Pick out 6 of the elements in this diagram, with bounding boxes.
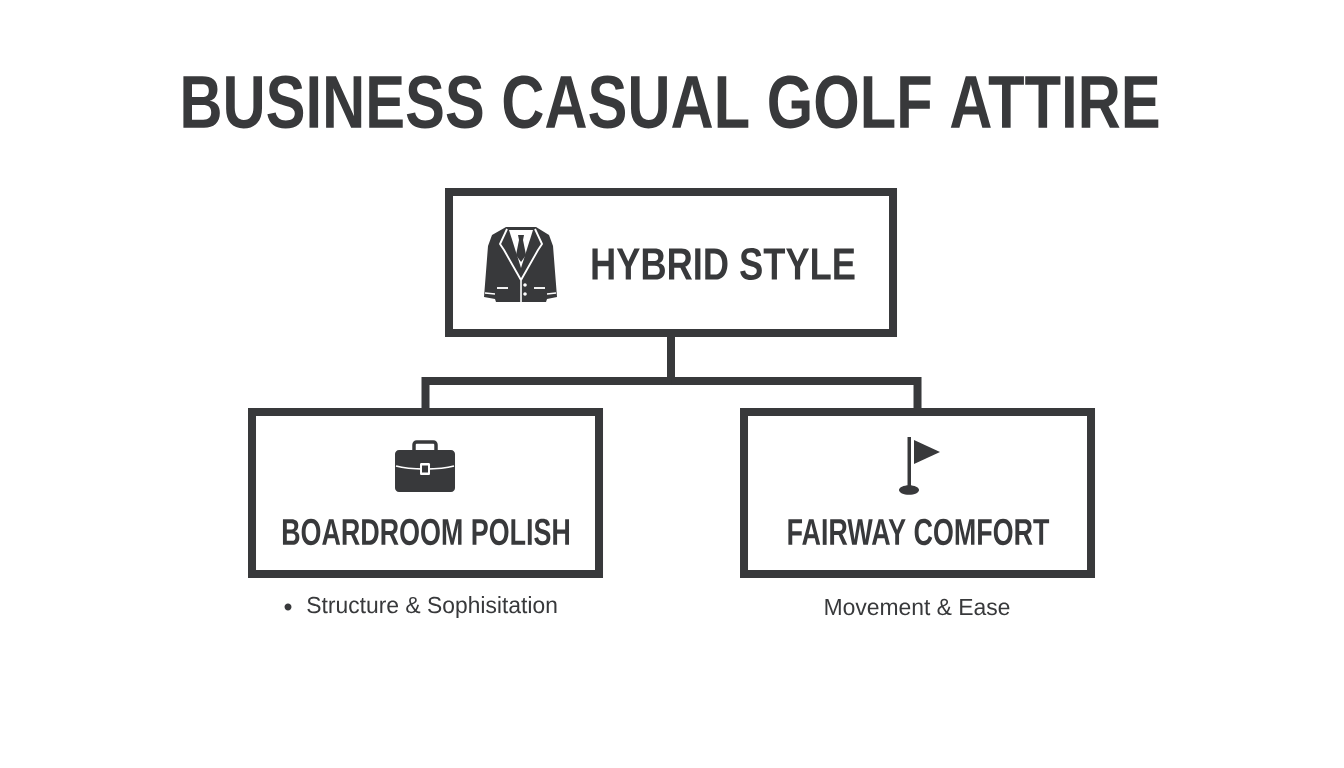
caption-text: Movement & Ease: [825, 598, 1010, 616]
title: BUSINESS CASUAL GOLF ATTIRE: [183, 75, 1159, 129]
label-box: HYBRID STYLE: [445, 188, 897, 337]
caption-text: Structure & Sophisitation: [307, 596, 557, 618]
label-box: BOARDROOM POLISH: [248, 408, 603, 578]
label-box: FAIRWAY COMFORT: [740, 408, 1095, 578]
